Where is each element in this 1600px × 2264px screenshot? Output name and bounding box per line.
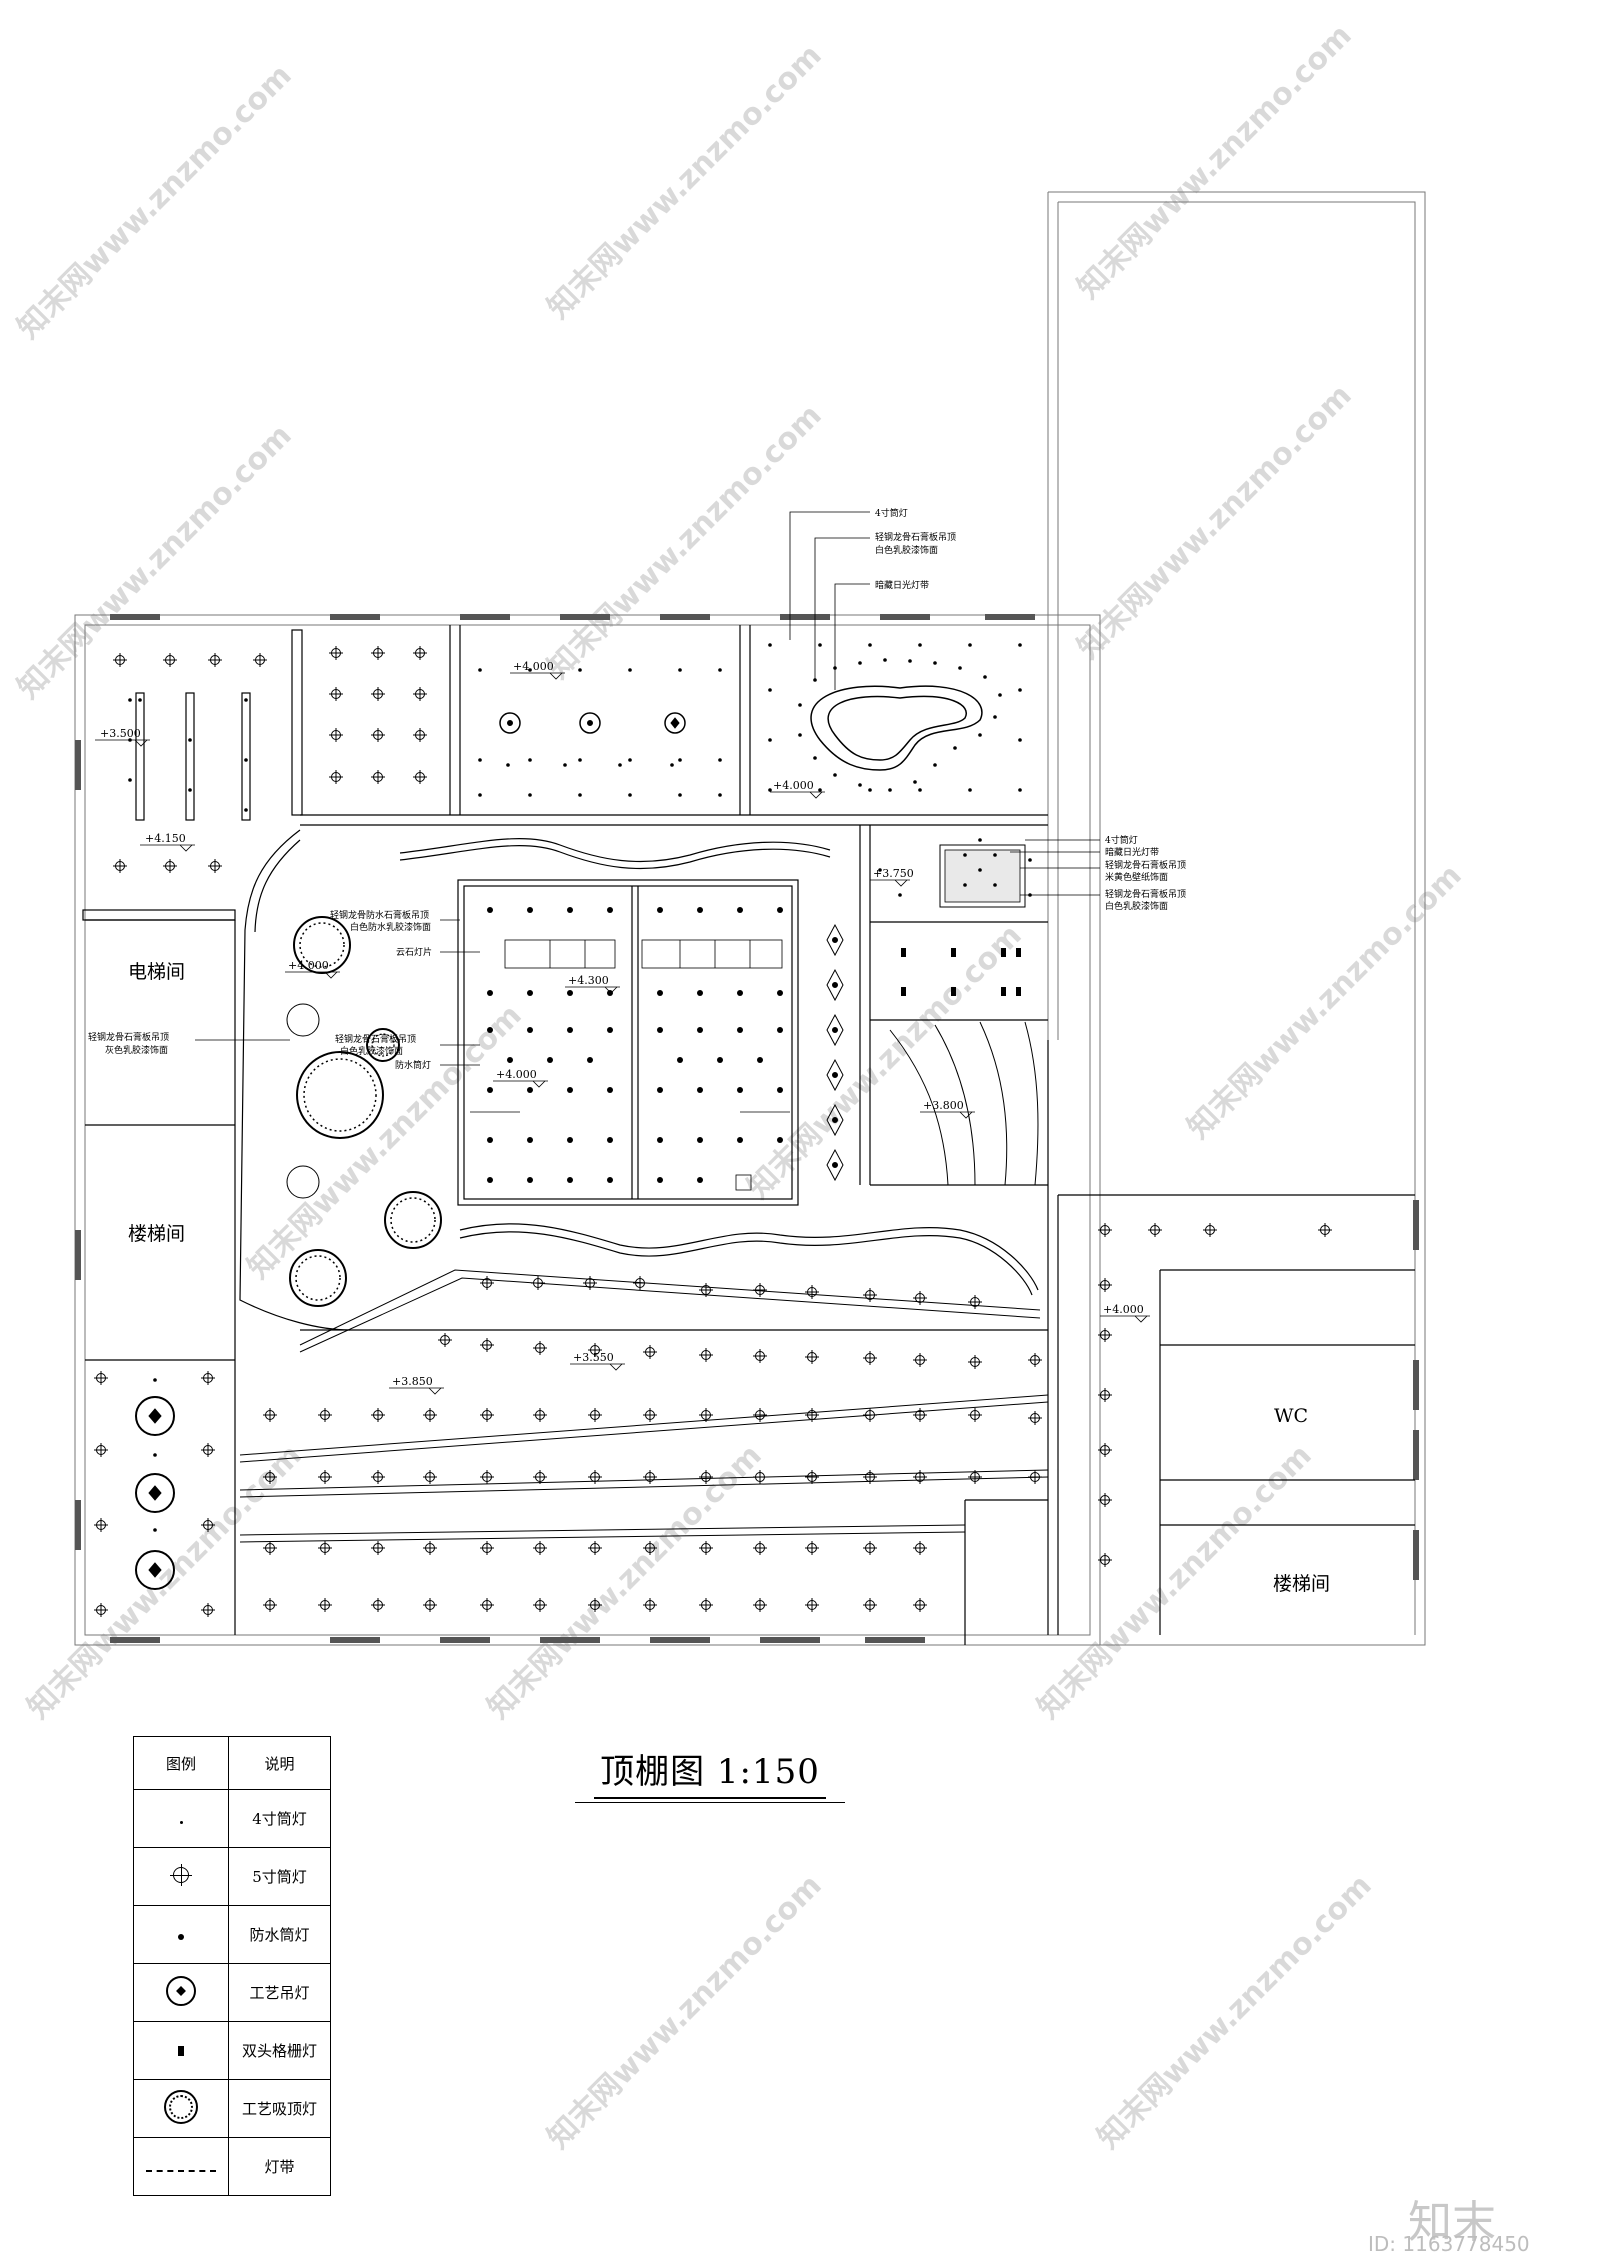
legend-row: 工艺吊灯: [133, 1963, 331, 2022]
legend-label: 双头格栅灯: [228, 2021, 331, 2080]
title-underline: [575, 1802, 845, 1803]
elevation-label: +4.300: [568, 974, 609, 987]
annotation: 轻钢龙骨石膏板吊顶: [875, 531, 956, 543]
elevation-label: +4.000: [773, 779, 814, 792]
annotation: 白色乳胶漆饰面: [340, 1045, 403, 1057]
legend-row: 防水筒灯: [133, 1905, 331, 1964]
grille-lamps: [901, 948, 1021, 996]
legend-header-desc: 说明: [228, 1736, 331, 1790]
room-stair-left: 楼梯间: [128, 1223, 185, 1245]
annotation: 防水筒灯: [395, 1059, 431, 1071]
svg-text:知末网www.znzmo.com: 知末网www.znzmo.com: [11, 58, 299, 346]
double-grille-lamp-icon: [178, 2045, 184, 2056]
svg-text:知末网www.znzmo.com: 知末网www.znzmo.com: [481, 1438, 769, 1726]
room-wc: WC: [1274, 1405, 1308, 1427]
slanted-ceiling-strips: [239, 1269, 1049, 1543]
pendant-lamps: [135, 712, 686, 1590]
annotation: 暗藏日光灯带: [1105, 846, 1159, 858]
ceiling-lamp-icon: [164, 2089, 198, 2124]
annotation: 轻钢龙骨防水石膏板吊顶: [330, 909, 429, 921]
windows: [75, 614, 1419, 1643]
legend-label: 工艺吸顶灯: [228, 2079, 331, 2138]
curved-ribs: [889, 1021, 1039, 1186]
pendant-lamp-icon: [166, 1975, 196, 2006]
legend-header-symbol: 图例: [133, 1736, 229, 1790]
annotation: 轻钢龙骨石膏板吊顶: [1105, 859, 1186, 871]
legend-label: 4寸筒灯: [228, 1789, 331, 1848]
svg-text:知末网www.znzmo.com: 知末网www.znzmo.com: [541, 38, 829, 326]
legend-label: 防水筒灯: [228, 1905, 331, 1964]
elevation-label: +4.150: [145, 832, 186, 845]
elevation-label: +4.000: [513, 660, 554, 673]
diamond-lamps: [826, 923, 844, 1182]
building-walls: [74, 191, 1426, 1646]
legend-row: 双头格栅灯: [133, 2021, 331, 2080]
elevation-label: +3.800: [923, 1099, 964, 1112]
legend-row: 4寸筒灯: [133, 1789, 331, 1848]
legend-header: 图例 说明: [133, 1736, 331, 1790]
4in-downlight-icon: [179, 1820, 183, 1824]
legend-label: 5寸筒灯: [228, 1847, 331, 1906]
room-stair-right: 楼梯间: [1273, 1573, 1330, 1595]
5in-downlight-icon: [170, 1863, 192, 1886]
annotation: 米黄色壁纸饰面: [1105, 871, 1168, 883]
annotation: 轻钢龙骨石膏板吊顶: [335, 1033, 416, 1045]
annotation: 4寸筒灯: [875, 507, 908, 519]
legend-row: 灯带: [133, 2137, 331, 2196]
feature-panel: [939, 844, 1026, 908]
svg-text:知末网www.znzmo.com: 知末网www.znzmo.com: [11, 418, 299, 706]
annotation: 4寸筒灯: [1105, 834, 1138, 846]
legend-label: 工艺吊灯: [228, 1963, 331, 2022]
svg-text:知末网www.znzmo.com: 知末网www.znzmo.com: [1071, 378, 1359, 666]
elevation-label: +4.000: [496, 1068, 537, 1081]
image-id: ID: 1163778450: [1368, 2232, 1530, 2256]
drawing-title-block: 顶棚图 1:150: [570, 1744, 850, 1803]
elevation-label: +4.000: [288, 959, 329, 972]
annotation: 轻钢龙骨石膏板吊顶: [1105, 888, 1186, 900]
elevation-label: +3.550: [573, 1351, 614, 1364]
ceiling-lamps: [286, 916, 442, 1307]
drawing-title: 顶棚图 1:150: [594, 1744, 826, 1799]
4in-downlights: [128, 643, 1032, 1532]
legend-row: 工艺吸顶灯: [133, 2079, 331, 2138]
legend-row: 5寸筒灯: [133, 1847, 331, 1906]
light-strips: [135, 692, 251, 821]
kidney-ceiling: [810, 685, 983, 771]
annotation: 云石灯片: [396, 946, 432, 958]
room-elevator: 电梯间: [128, 961, 185, 983]
elevation-label: +4.000: [1103, 1303, 1144, 1316]
leader-lines: [195, 511, 1100, 1066]
cloudstone-panels: [470, 939, 790, 1191]
svg-text:知末网www.znzmo.com: 知末网www.znzmo.com: [741, 918, 1029, 1206]
waterproof-downlights: [487, 907, 783, 1183]
annotation: 白色防水乳胶漆饰面: [350, 921, 431, 933]
partitions: [82, 625, 1415, 1645]
waterproof-downlight-icon: [178, 1933, 184, 1940]
svg-text:知末网www.znzmo.com: 知末网www.znzmo.com: [21, 1438, 309, 1726]
light-strip-icon: [146, 2169, 216, 2172]
elevation-label: +3.850: [392, 1375, 433, 1388]
annotation: 暗藏日光灯带: [875, 579, 929, 591]
svg-text:知末网www.znzmo.com: 知末网www.znzmo.com: [541, 1868, 829, 2156]
svg-text:知末网www.znzmo.com: 知末网www.znzmo.com: [541, 398, 829, 686]
svg-text:知末网www.znzmo.com: 知末网www.znzmo.com: [1071, 18, 1359, 306]
annotation: 轻钢龙骨石膏板吊顶: [88, 1031, 169, 1043]
annotation: 白色乳胶漆饰面: [1105, 900, 1168, 912]
annotation: 白色乳胶漆饰面: [875, 544, 938, 556]
legend-table: 图例 说明 4寸筒灯 5寸筒灯 防水筒灯 工艺吊灯 双头格栅灯 工艺吸顶灯 灯带: [133, 1736, 331, 2196]
wave-bands: [399, 837, 1039, 1296]
elevation-marks: [95, 672, 1150, 1395]
annotation: 灰色乳胶漆饰面: [105, 1044, 168, 1056]
svg-text:知末网www.znzmo.com: 知末网www.znzmo.com: [1091, 1868, 1379, 2156]
brand-logo: 知末: [1408, 2197, 1496, 2248]
legend-label: 灯带: [228, 2137, 331, 2196]
elevation-label: +3.500: [100, 727, 141, 740]
elevation-label: +3.750: [873, 867, 914, 880]
